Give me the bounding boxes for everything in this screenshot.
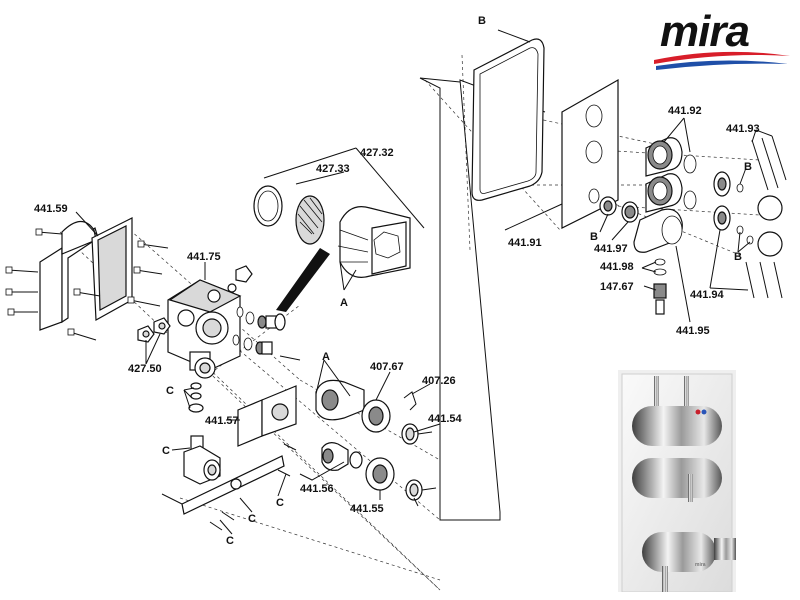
valve-body-441-75 bbox=[167, 279, 242, 379]
product-photo: mira bbox=[618, 370, 736, 592]
label-a-cartridge-top: A bbox=[340, 297, 348, 309]
faceplate-441-91 bbox=[561, 78, 619, 229]
fixing-screws-left bbox=[5, 228, 169, 341]
cartridge-427-32 bbox=[253, 185, 411, 312]
leader-lines bbox=[75, 29, 773, 535]
label-427-32: 427.32 bbox=[360, 147, 394, 159]
small-parts-441-97-441-98-147-67 bbox=[599, 196, 667, 315]
trim-callout-outline bbox=[419, 77, 546, 521]
mounting-bracket-441-57 bbox=[237, 385, 297, 447]
part-labels: 441.59 441.75 427.32 427.33 A 427.50 C 4… bbox=[34, 15, 760, 547]
pipe-elbow-assembly bbox=[183, 382, 221, 485]
mira-logo: mira bbox=[654, 7, 790, 70]
label-441-55: 441.55 bbox=[350, 503, 384, 515]
label-b-washer: B bbox=[590, 231, 598, 243]
logo-blue-swoosh bbox=[656, 60, 788, 70]
nuts-427-50 bbox=[137, 317, 171, 343]
label-441-92: 441.92 bbox=[668, 105, 702, 117]
label-427-50: 427.50 bbox=[128, 363, 162, 375]
label-147-67: 147.67 bbox=[600, 281, 634, 293]
label-441-56: 441.56 bbox=[300, 483, 334, 495]
backplate-strip bbox=[161, 443, 297, 531]
label-c-elbow-fittings: C bbox=[166, 385, 174, 397]
label-441-54: 441.54 bbox=[428, 413, 463, 425]
label-441-59: 441.59 bbox=[34, 203, 68, 215]
label-c-strip-right: C bbox=[276, 497, 284, 509]
logo-text: mira bbox=[660, 7, 749, 56]
label-441-94: 441.94 bbox=[690, 289, 725, 301]
label-441-98: 441.98 bbox=[600, 261, 634, 273]
label-c-elbow: C bbox=[162, 445, 170, 457]
label-441-95: 441.95 bbox=[676, 325, 710, 337]
handle-hubs bbox=[713, 171, 783, 257]
label-407-26: 407.26 bbox=[422, 375, 456, 387]
label-407-67: 407.67 bbox=[370, 361, 404, 373]
handle-sleeves-441-92 bbox=[645, 137, 697, 213]
label-441-57: 441.57 bbox=[205, 415, 239, 427]
label-427-33: 427.33 bbox=[316, 163, 350, 175]
seal-gasket-b bbox=[471, 38, 545, 201]
label-b-hub-bottom: B bbox=[734, 251, 742, 263]
label-c-strip-mid: C bbox=[248, 513, 256, 525]
label-c-strip-bottom: C bbox=[226, 535, 234, 547]
label-441-75: 441.75 bbox=[187, 251, 221, 263]
label-441-97: 441.97 bbox=[594, 243, 628, 255]
pins-441-93 bbox=[745, 135, 787, 299]
label-a-cartridge-mid: A bbox=[322, 351, 330, 363]
cartridge-441-56 bbox=[321, 442, 437, 501]
wall-bracket-441-59 bbox=[39, 217, 133, 331]
logo-red-swoosh bbox=[654, 51, 790, 64]
label-441-91: 441.91 bbox=[508, 237, 542, 249]
label-441-93: 441.93 bbox=[726, 123, 760, 135]
photo-brand-badge: mira bbox=[695, 562, 706, 568]
cartridge-407-67 bbox=[315, 379, 433, 445]
label-b-gasket: B bbox=[478, 15, 486, 27]
knob-441-95 bbox=[633, 208, 683, 253]
valve-fittings bbox=[227, 265, 301, 361]
label-b-hub-top: B bbox=[744, 161, 752, 173]
